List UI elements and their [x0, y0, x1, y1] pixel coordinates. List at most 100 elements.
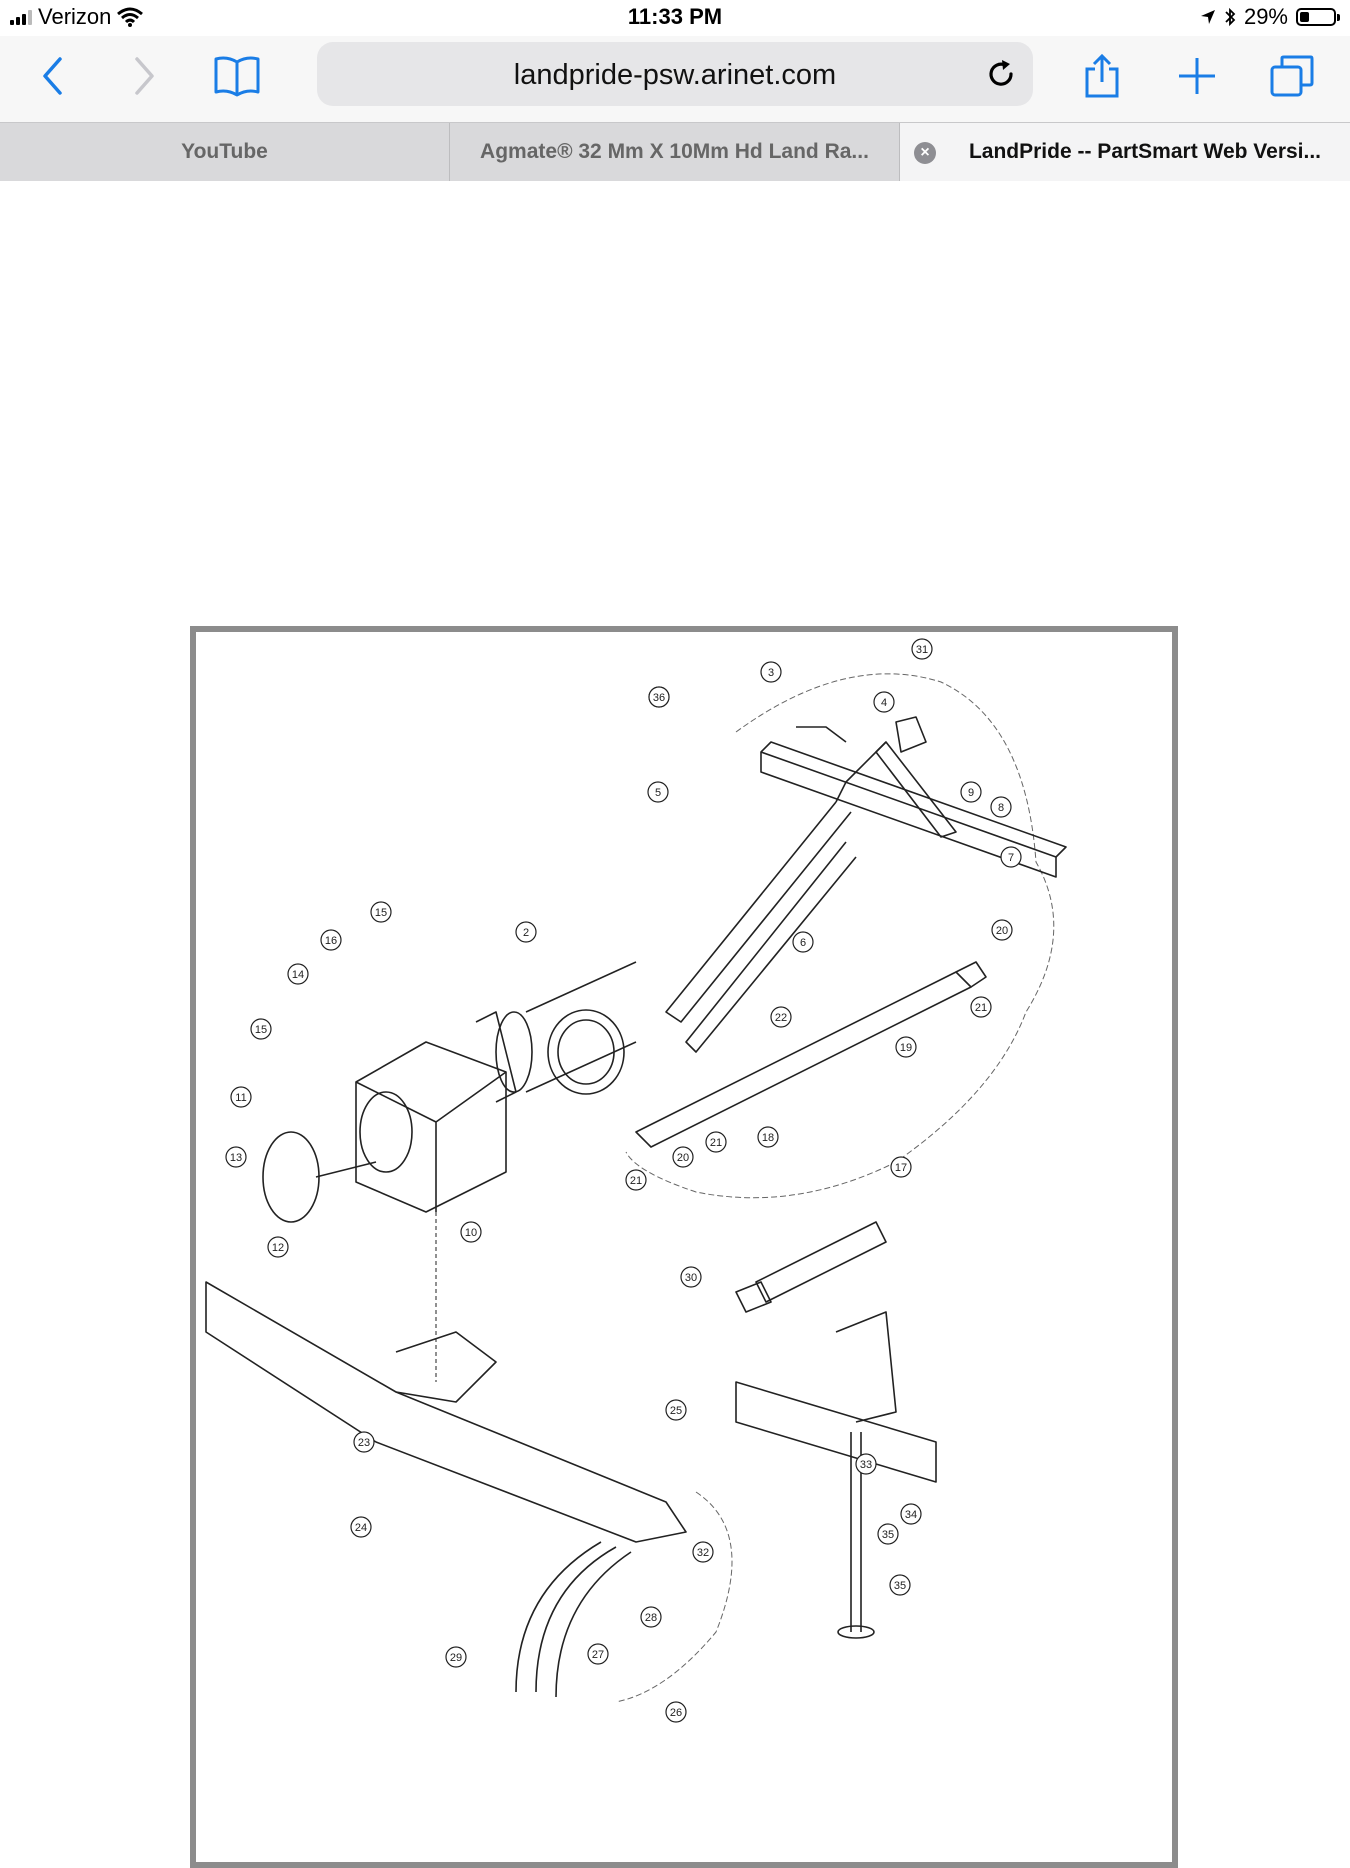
web-content: 1234567891011121314151516171819202021212…: [0, 181, 1350, 1868]
callout-circle: [665, 1399, 687, 1421]
link-arm: [635, 971, 972, 1148]
book-icon: [214, 56, 260, 97]
callout-circle: [445, 1646, 467, 1668]
gearbox: [355, 1041, 507, 1213]
callout-number: 20: [677, 1152, 689, 1164]
tabs-icon: [1270, 55, 1314, 97]
tab-agmate[interactable]: Agmate® 32 Mm X 10Mm Hd Land Ra...: [450, 123, 900, 181]
share-button[interactable]: [1072, 46, 1132, 106]
callout-number: 6: [800, 937, 806, 949]
callout-number: 22: [775, 1012, 787, 1024]
reload-icon: [989, 60, 1013, 86]
callout-number: 16: [325, 935, 337, 947]
three-point-hitch: [735, 1381, 937, 1483]
callout-circle: [515, 921, 537, 943]
callout-number: 8: [998, 802, 1004, 814]
parts-diagram: 1234567891011121314151516171819202021212…: [205, 638, 1067, 1723]
location-arrow-icon: [1200, 10, 1215, 24]
callout-circle: [230, 1086, 252, 1108]
spring-tine: [535, 1546, 632, 1698]
callout-circle: [648, 686, 670, 708]
reload-button[interactable]: [979, 52, 1023, 96]
callout-circle: [225, 1146, 247, 1168]
callout-number: 35: [882, 1529, 894, 1541]
callout-number: 7: [1008, 852, 1014, 864]
callout-circle: [320, 929, 342, 951]
callout-number: 14: [292, 969, 304, 981]
callout-circle: [760, 661, 782, 683]
new-tab-button[interactable]: [1167, 46, 1227, 106]
callout-number: 13: [230, 1152, 242, 1164]
callout-circle: [647, 781, 669, 803]
signal-icon: [10, 9, 32, 25]
tabs-button[interactable]: [1262, 46, 1322, 106]
callout-number: 12: [272, 1242, 284, 1254]
bookmarks-button[interactable]: [207, 46, 267, 106]
callout-circle: [587, 1643, 609, 1665]
callout-number: 23: [358, 1437, 370, 1449]
chevron-left-icon: [43, 57, 62, 95]
callout-number: 15: [255, 1024, 267, 1036]
callout-circle: [990, 796, 1012, 818]
callout-number: 20: [996, 925, 1008, 937]
callout-number: 19: [900, 1042, 912, 1054]
callout-circle: [672, 1146, 694, 1168]
callout-circle: [970, 996, 992, 1018]
callout-number: 15: [375, 907, 387, 919]
callout-circle: [1000, 846, 1022, 868]
callout-circle: [900, 1503, 922, 1525]
url-text[interactable]: landpride-psw.arinet.com: [513, 59, 837, 91]
callout-number: 28: [645, 1612, 657, 1624]
callout-circle: [625, 1169, 647, 1191]
callout-circle: [353, 1431, 375, 1453]
callout-circle: [680, 1266, 702, 1288]
callout-number: 17: [895, 1162, 907, 1174]
tab-label: Agmate® 32 Mm X 10Mm Hd Land Ra...: [480, 140, 869, 163]
browser-toolbar: landpride-psw.arinet.com: [0, 36, 1350, 122]
callout-circle: [890, 1156, 912, 1178]
callout-circle: [792, 931, 814, 953]
callout-number: 27: [592, 1649, 604, 1661]
callout-circle: [705, 1131, 727, 1153]
tab-landpride[interactable]: × LandPride -- PartSmart Web Versi...: [900, 123, 1350, 181]
forward-button[interactable]: [114, 46, 174, 106]
battery-icon: [1296, 8, 1340, 26]
callout-number: 9: [968, 787, 974, 799]
address-bar[interactable]: landpride-psw.arinet.com: [317, 42, 1033, 106]
status-bar: Verizon 11:33 PM 29%: [0, 0, 1350, 36]
assembly-boundary: [625, 673, 1055, 1199]
status-right: 29%: [1200, 4, 1340, 30]
callout-circle: [460, 1221, 482, 1243]
back-button[interactable]: [22, 46, 82, 106]
wifi-icon: [117, 7, 144, 27]
battery-percent: 29%: [1243, 4, 1288, 29]
callout-circle: [287, 963, 309, 985]
callout-circle: [350, 1516, 372, 1538]
callout-number: 32: [697, 1547, 709, 1559]
callout-circle: [370, 901, 392, 923]
callout-circle: [991, 919, 1013, 941]
callout-circle: [911, 638, 933, 660]
status-left: Verizon: [10, 4, 144, 30]
callout-number: 21: [710, 1137, 722, 1149]
chevron-right-icon: [135, 57, 154, 95]
callout-labels: 1234567891011121314151516171819202021212…: [225, 638, 1022, 1723]
callout-circle: [640, 1606, 662, 1628]
callout-number: 21: [630, 1175, 642, 1187]
callout-number: 21: [975, 1002, 987, 1014]
callout-circle: [895, 1036, 917, 1058]
close-tab-icon[interactable]: ×: [914, 142, 936, 164]
carrier-label: Verizon: [38, 4, 112, 29]
callout-number: 36: [653, 692, 665, 704]
callout-number: 18: [762, 1132, 774, 1144]
callout-number: 33: [860, 1459, 872, 1471]
callout-circle: [855, 1453, 877, 1475]
tab-youtube[interactable]: YouTube: [0, 123, 450, 181]
callout-number: 11: [235, 1092, 246, 1104]
callout-circle: [757, 1126, 779, 1148]
callout-circle: [889, 1574, 911, 1596]
callout-circle: [692, 1541, 714, 1563]
callout-number: 25: [670, 1405, 682, 1417]
callout-number: 35: [894, 1580, 906, 1592]
callout-number: 5: [655, 787, 661, 799]
